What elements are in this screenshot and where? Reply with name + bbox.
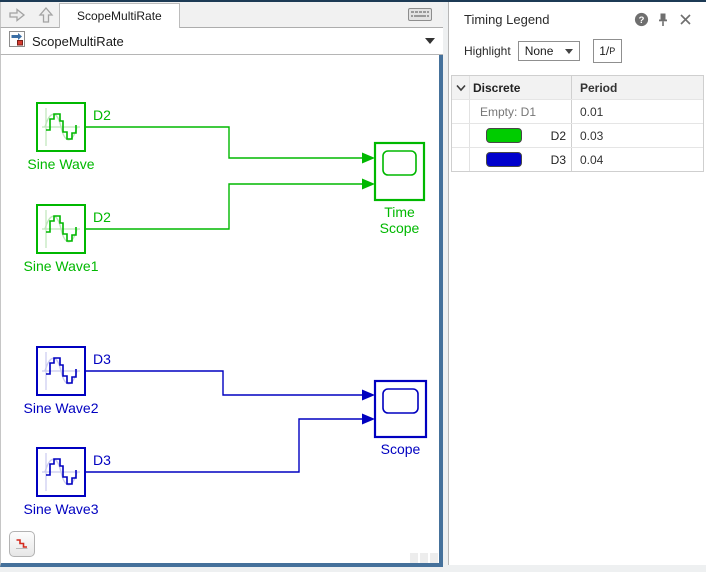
row-indent xyxy=(452,124,470,147)
scope-screen-icon xyxy=(382,150,417,176)
period-value-d1: 0.01 xyxy=(580,104,604,119)
help-icon[interactable]: ? xyxy=(632,11,650,27)
sine-step-curve-icon xyxy=(46,357,77,384)
signal-wire[interactable] xyxy=(85,183,362,230)
sample-time-icon xyxy=(16,539,28,549)
column-header-period[interactable]: Period xyxy=(580,80,618,95)
scope-screen-icon xyxy=(382,388,419,414)
highlight-dropdown[interactable]: None xyxy=(517,41,580,61)
timing-legend-panel: Timing Legend ? Highlight None xyxy=(448,2,706,565)
block-sine-wave3[interactable]: Sine Wave3 D3 xyxy=(24,447,112,517)
window-top-accent xyxy=(0,0,706,2)
block-sine-wave[interactable]: Sine Wave D2 xyxy=(27,102,111,172)
signal-wire[interactable] xyxy=(85,126,362,159)
signal-wire[interactable] xyxy=(85,418,362,473)
wire-arrowhead-icon xyxy=(362,152,375,164)
svg-text:?: ? xyxy=(638,15,644,26)
rate-label-d1: Empty: D1 xyxy=(470,100,572,123)
canvas-resize-grip[interactable] xyxy=(410,553,438,563)
rate-cell-d2: D2 xyxy=(470,124,572,147)
block-label: Sine Wave1 xyxy=(24,258,99,274)
sine-step-curve-icon xyxy=(46,113,77,140)
period-button-denominator: P xyxy=(609,46,616,56)
tab-label: ScopeMultiRate xyxy=(77,9,162,23)
block-sine-wave2[interactable]: Sine Wave2 D3 xyxy=(24,346,112,416)
up-arrow-icon[interactable] xyxy=(34,4,58,26)
block-label: Sine Wave xyxy=(27,156,94,172)
block-label: Scope xyxy=(380,220,420,236)
highlight-dropdown-value: None xyxy=(524,44,554,58)
table-row-d3[interactable]: D3 0.04 xyxy=(452,147,703,171)
period-button-numerator: 1/ xyxy=(599,44,610,58)
highlight-label: Highlight xyxy=(464,44,511,58)
row-indent xyxy=(452,148,470,171)
signal-wire[interactable] xyxy=(85,370,362,396)
keyboard-shortcuts-icon[interactable] xyxy=(405,4,435,24)
breadcrumb: ScopeMultiRate xyxy=(0,28,443,55)
highlight-controls: Highlight None 1/P xyxy=(464,39,706,63)
simulink-editor-panel: ScopeMultiRate ScopeMultiRate xyxy=(0,2,443,567)
breadcrumb-model-name[interactable]: ScopeMultiRate xyxy=(32,33,124,49)
model-badge-icon xyxy=(9,30,25,52)
block-label: Scope xyxy=(381,441,421,457)
period-value-d3: 0.04 xyxy=(580,152,604,167)
wire-arrowhead-icon xyxy=(362,389,375,401)
panel-title: Timing Legend xyxy=(464,11,550,27)
block-scope[interactable]: Scope xyxy=(373,379,428,457)
inverse-period-button[interactable]: 1/P xyxy=(592,39,622,63)
table-row-d1[interactable]: Empty: D1 0.01 xyxy=(452,99,703,123)
timing-legend-table: Discrete Period Empty: D1 0.01 D2 0.03 D… xyxy=(451,75,704,172)
sample-time-legend-button[interactable] xyxy=(9,531,35,557)
rate-annotation-label: D3 xyxy=(93,351,111,367)
block-label: Sine Wave2 xyxy=(24,400,99,416)
rate-annotation-label: D3 xyxy=(93,452,111,468)
rate-label-d3: D3 xyxy=(550,152,566,167)
timing-legend-header: Timing Legend ? xyxy=(449,2,706,27)
row-indent xyxy=(452,100,470,123)
close-icon[interactable] xyxy=(676,11,694,27)
chevron-down-icon xyxy=(564,48,573,54)
table-row-d2[interactable]: D2 0.03 xyxy=(452,123,703,147)
pin-icon[interactable] xyxy=(654,11,672,27)
breadcrumb-dropdown-icon[interactable] xyxy=(425,38,435,44)
rate-color-swatch-d3 xyxy=(486,152,522,167)
rate-annotation-label: D2 xyxy=(93,107,111,123)
sine-step-curve-icon xyxy=(46,215,77,242)
block-label: Sine Wave3 xyxy=(24,501,99,517)
block-label: Time xyxy=(384,204,415,220)
column-header-discrete[interactable]: Discrete xyxy=(470,76,572,99)
wire-arrowhead-icon xyxy=(362,413,375,425)
collapse-chevron-icon[interactable] xyxy=(452,76,470,99)
rate-label-d2: D2 xyxy=(550,128,566,143)
rate-color-swatch-d2 xyxy=(486,128,522,143)
table-header-row: Discrete Period xyxy=(452,76,703,99)
tab-scopemultirate[interactable]: ScopeMultiRate xyxy=(59,3,180,28)
period-value-d2: 0.03 xyxy=(580,128,604,143)
rate-annotation-label: D2 xyxy=(93,209,111,225)
rate-cell-d3: D3 xyxy=(470,148,572,171)
wire-arrowhead-icon xyxy=(362,178,375,190)
forward-arrow-icon[interactable] xyxy=(5,4,29,26)
block-sine-wave1[interactable]: Sine Wave1 D2 xyxy=(24,204,112,274)
sine-step-curve-icon xyxy=(46,458,77,485)
editor-tab-bar: ScopeMultiRate xyxy=(0,2,443,28)
